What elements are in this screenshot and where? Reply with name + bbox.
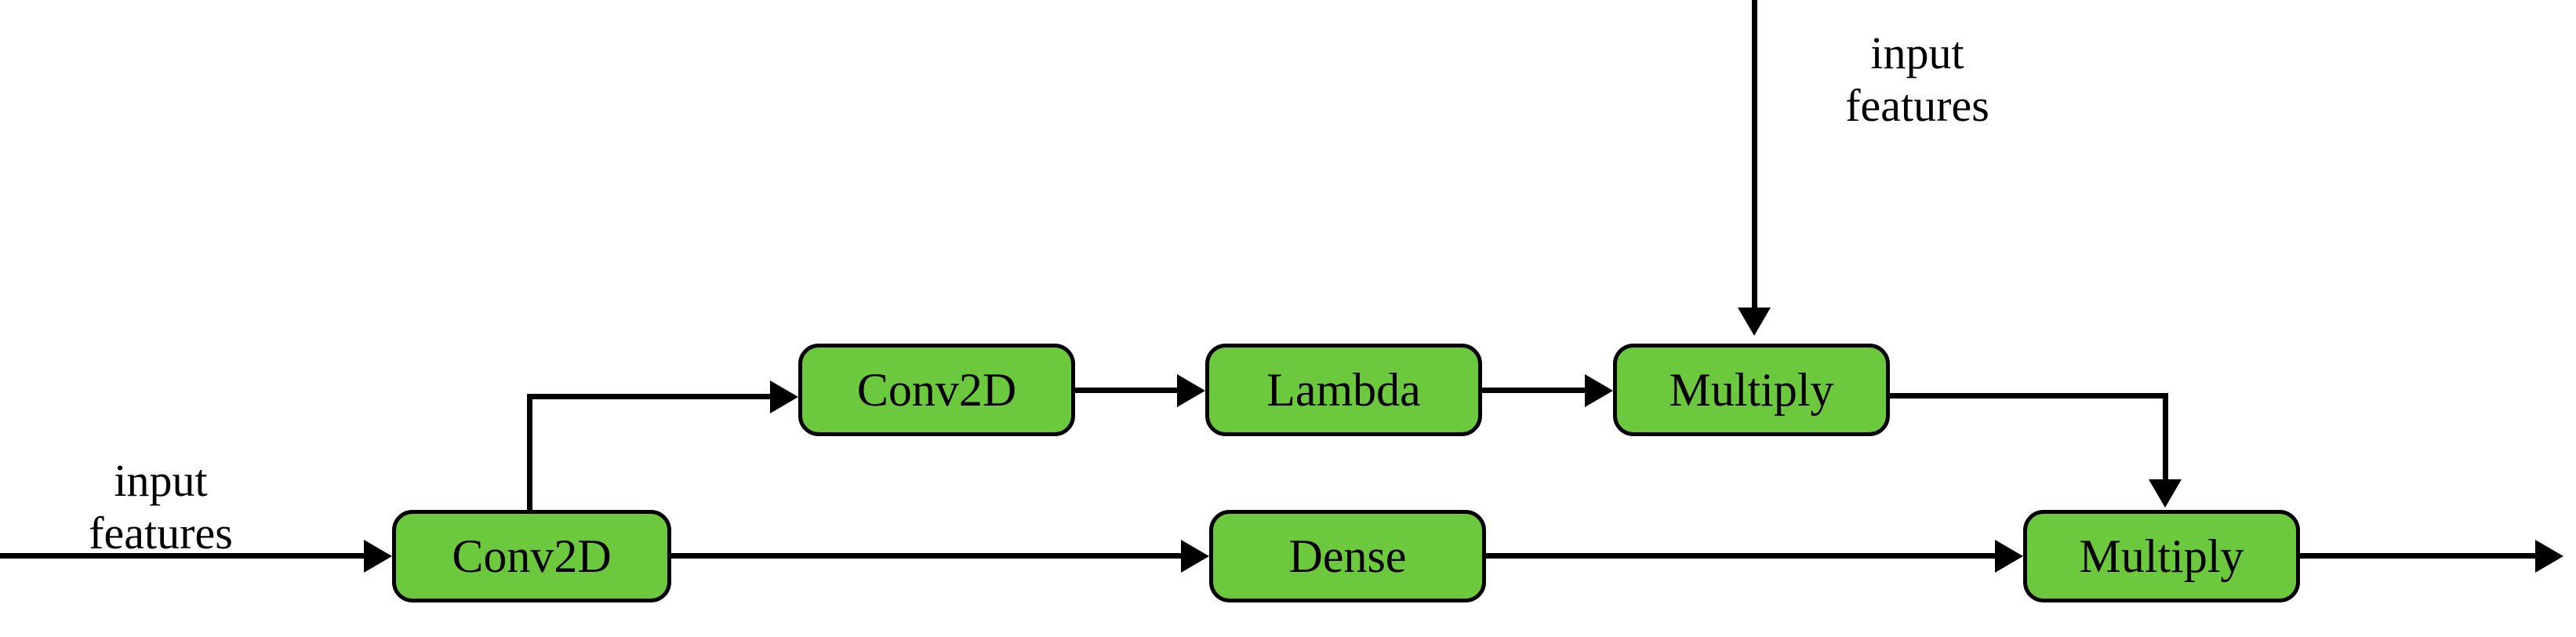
edge-multiply-top-to-multiply-out-line <box>1890 393 2168 399</box>
node-conv2d-main-label: Conv2D <box>452 530 612 582</box>
edge-conv2d-main-to-conv2d-branch-arrowhead <box>770 380 798 413</box>
caption-top-line2: features <box>1845 79 1989 131</box>
edge-lambda-to-multiply-top-line <box>1482 388 1585 393</box>
edge-conv2d-main-to-conv2d-branch-riser <box>527 394 532 513</box>
edge-input-top-to-multiply-top-arrowhead <box>1738 308 1771 336</box>
node-lambda-label: Lambda <box>1266 364 1421 416</box>
edge-input-to-conv2d-main-line <box>0 553 364 559</box>
node-multiply-top[interactable]: Multiply <box>1613 344 1890 436</box>
node-multiply-out[interactable]: Multiply <box>2023 510 2300 602</box>
edge-conv2d-branch-to-lambda-arrowhead <box>1177 374 1205 407</box>
edge-multiply-out-to-output-line <box>2300 553 2535 559</box>
edge-multiply-top-to-multiply-out-dropper <box>2163 393 2168 479</box>
node-multiply-out-label: Multiply <box>2079 530 2244 582</box>
node-lambda[interactable]: Lambda <box>1205 344 1482 436</box>
edge-multiply-top-to-multiply-out-arrowhead <box>2149 479 2182 508</box>
caption-left-line2: features <box>89 507 233 559</box>
caption-top-line1: input <box>1870 27 1964 78</box>
node-dense-label: Dense <box>1288 530 1407 582</box>
edge-conv2d-main-to-dense-line <box>671 553 1181 559</box>
node-dense[interactable]: Dense <box>1209 510 1486 602</box>
edge-input-top-to-multiply-top-line <box>1752 0 1757 308</box>
caption-left-line1: input <box>114 455 208 506</box>
edge-conv2d-main-to-dense-arrowhead <box>1181 540 1209 573</box>
edge-lambda-to-multiply-top-arrowhead <box>1585 374 1613 407</box>
edge-multiply-out-to-output-arrowhead <box>2535 540 2563 573</box>
node-conv2d-main[interactable]: Conv2D <box>392 510 671 602</box>
edge-dense-to-multiply-out-arrowhead <box>1995 540 2023 573</box>
caption-input-features-top: input features <box>1804 27 2031 132</box>
edge-conv2d-main-to-conv2d-branch-line <box>527 394 770 399</box>
edge-conv2d-branch-to-lambda-line <box>1075 388 1177 393</box>
caption-input-features-left: input features <box>47 455 274 559</box>
node-multiply-top-label: Multiply <box>1669 364 1834 416</box>
node-conv2d-branch-label: Conv2D <box>856 364 1017 416</box>
node-conv2d-branch[interactable]: Conv2D <box>798 344 1075 436</box>
edge-input-to-conv2d-main-arrowhead <box>364 540 392 573</box>
edge-dense-to-multiply-out-line <box>1486 553 1995 559</box>
